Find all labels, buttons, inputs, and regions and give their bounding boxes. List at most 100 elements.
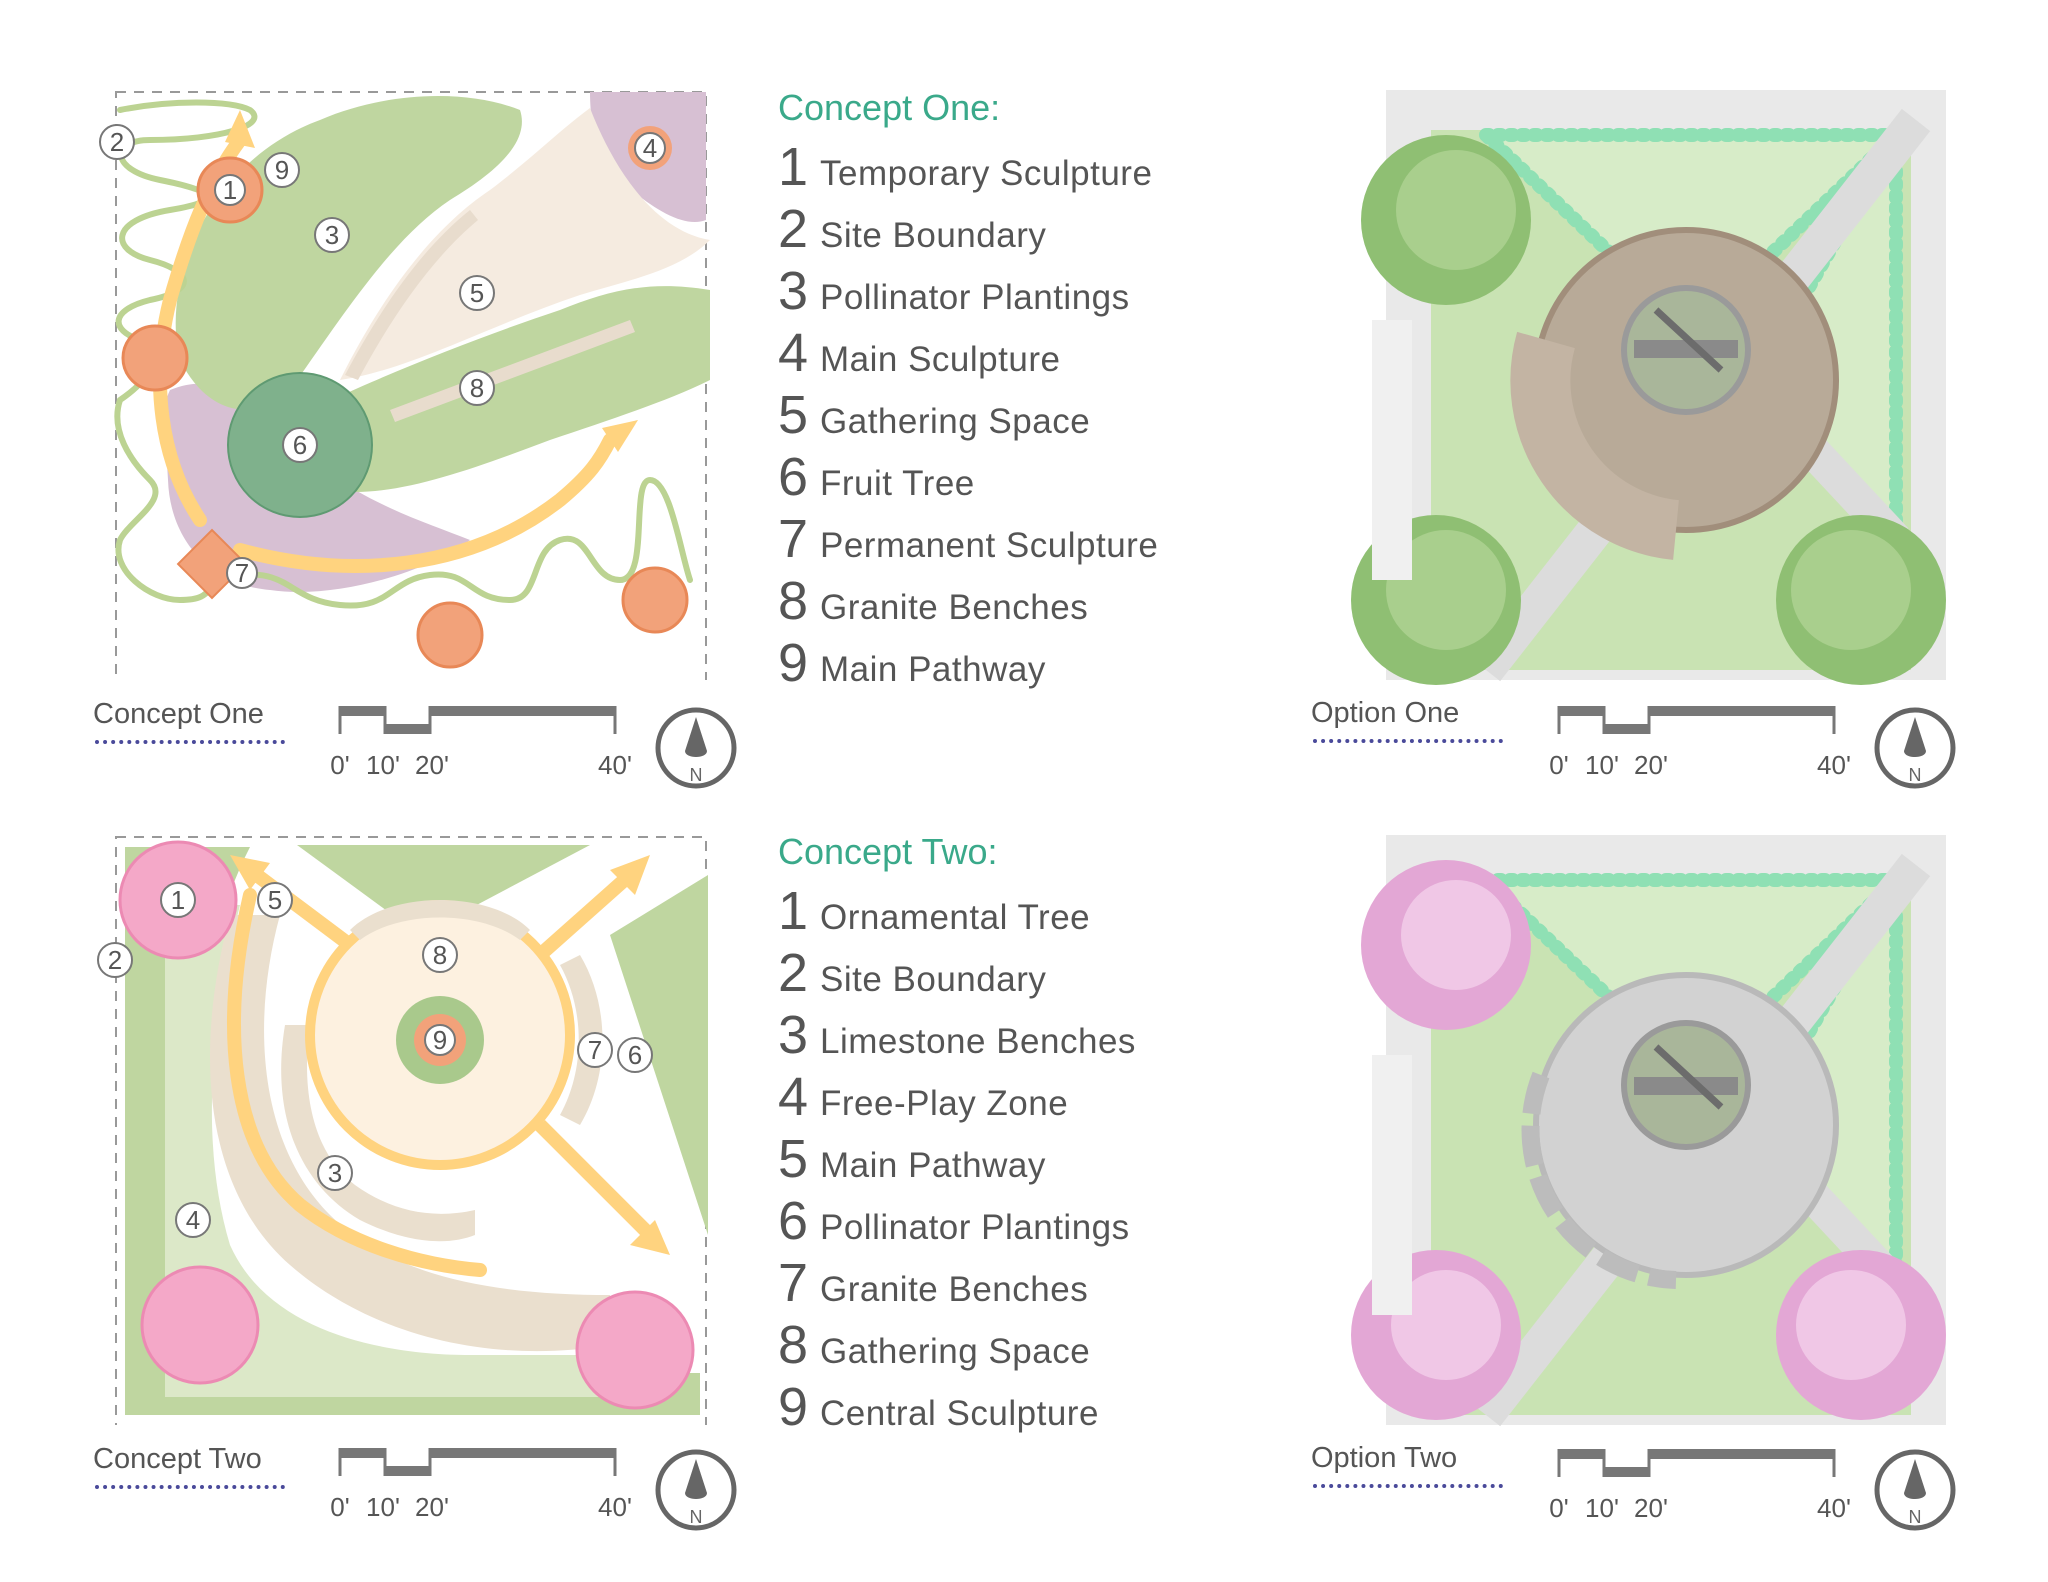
scale-label: 10' [1585, 750, 1619, 780]
pathway-arrow-nw [230, 855, 270, 890]
marker-label: 9 [433, 1025, 447, 1055]
scale-label: 40' [1817, 750, 1851, 780]
scale-bar: 0' 10' 20' 40' [330, 1448, 632, 1522]
scale-label: 40' [598, 1492, 632, 1522]
north-arrow-icon: N [655, 707, 737, 789]
main-pathway-nw [245, 864, 355, 951]
scale-label: 20' [1634, 750, 1668, 780]
main-pathway-bottom [233, 433, 617, 573]
pathway-arrow-right [602, 420, 638, 452]
scale-label: 10' [366, 750, 400, 780]
marker-label: 6 [628, 1040, 642, 1070]
north-arrow-icon: N [1874, 1449, 1956, 1531]
north-arrow-icon: N [655, 1449, 737, 1531]
marker-label: 6 [293, 430, 307, 460]
pollinator-plantings-right [610, 875, 708, 1235]
north-arrow-icon: N [1874, 707, 1956, 789]
svg-text:N: N [690, 765, 703, 785]
bench-arc [1510, 331, 1680, 560]
scale-bar: 0' 10' 20' 40' [1549, 1449, 1851, 1523]
wavy-planting-line [114, 99, 693, 609]
ornamental-tree-se [575, 1290, 695, 1410]
caption-underline [95, 1485, 285, 1489]
temporary-sculpture-b [121, 324, 189, 392]
granite-bench-strip [345, 210, 478, 380]
limestone-bench-arc-outer [210, 915, 610, 1352]
option-two-caption: Option Two [1311, 1442, 1458, 1474]
main-pathway-ne [535, 869, 635, 961]
marker-label: 8 [433, 940, 447, 970]
marker-label: 1 [171, 885, 185, 915]
marker-label: 5 [268, 885, 282, 915]
caption-underline [1313, 739, 1503, 743]
temporary-sculpture-d [621, 566, 689, 634]
scale-label: 10' [1585, 1493, 1619, 1523]
concept-two-markers: 1 2 3 4 5 6 7 8 9 [97, 882, 653, 1238]
concept-one-markers: 1 2 3 4 5 6 7 8 9 [99, 124, 666, 589]
concept-one-heading: Concept One: [778, 87, 1001, 128]
bench-arc [1521, 1071, 1677, 1289]
marker-label: 7 [588, 1035, 602, 1065]
pollinator-plantings-top [297, 845, 590, 935]
marker-label: 1 [223, 175, 237, 205]
option-one-caption: Option One [1311, 697, 1460, 729]
svg-text:N: N [690, 1507, 703, 1527]
granite-bench-arc-top [350, 900, 530, 940]
caption-underline [1313, 1484, 1503, 1488]
marker-label: 2 [110, 127, 124, 157]
scale-label: 0' [1549, 1493, 1568, 1523]
marker-label: 4 [186, 1205, 200, 1235]
pathway-arrow-se [630, 1220, 670, 1255]
scale-label: 40' [1817, 1493, 1851, 1523]
scale-label: 0' [1549, 750, 1568, 780]
scale-label: 40' [598, 750, 632, 780]
svg-text:N: N [1909, 765, 1922, 785]
marker-label: 3 [328, 1158, 342, 1188]
marker-label: 9 [275, 155, 289, 185]
pathway-arrow-ne [610, 855, 650, 895]
marker-label: 8 [470, 373, 484, 403]
scale-label: 0' [330, 1492, 349, 1522]
marker-label: 2 [108, 945, 122, 975]
pollinator-plantings-upper [175, 96, 522, 410]
gathering-space [340, 108, 710, 380]
marker-label: 5 [470, 278, 484, 308]
marker-label: 7 [235, 558, 249, 588]
main-pathway-sweep [227, 888, 487, 1277]
scale-label: 20' [1634, 1493, 1668, 1523]
site-boundary [115, 91, 707, 680]
svg-text:N: N [1909, 1507, 1922, 1527]
granite-bench-strip-2 [390, 320, 635, 422]
scale-bar: 0' 10' 20' 40' [330, 706, 632, 780]
concept-one-diagram: 1 2 3 4 5 6 7 8 9 [99, 91, 710, 680]
scale-label: 20' [415, 750, 449, 780]
concept-two-diagram: 1 2 3 4 5 6 7 8 9 [97, 836, 708, 1425]
scale-bar: 0' 10' 20' 40' [1549, 706, 1851, 780]
temporary-sculpture-c [416, 601, 484, 669]
marker-label: 3 [325, 220, 339, 250]
ornamental-tree-sw [140, 1265, 260, 1385]
concept-two-heading: Concept Two: [778, 831, 998, 872]
scale-label: 10' [366, 1492, 400, 1522]
scale-label: 0' [330, 750, 349, 780]
option-one-render [1351, 90, 1946, 685]
